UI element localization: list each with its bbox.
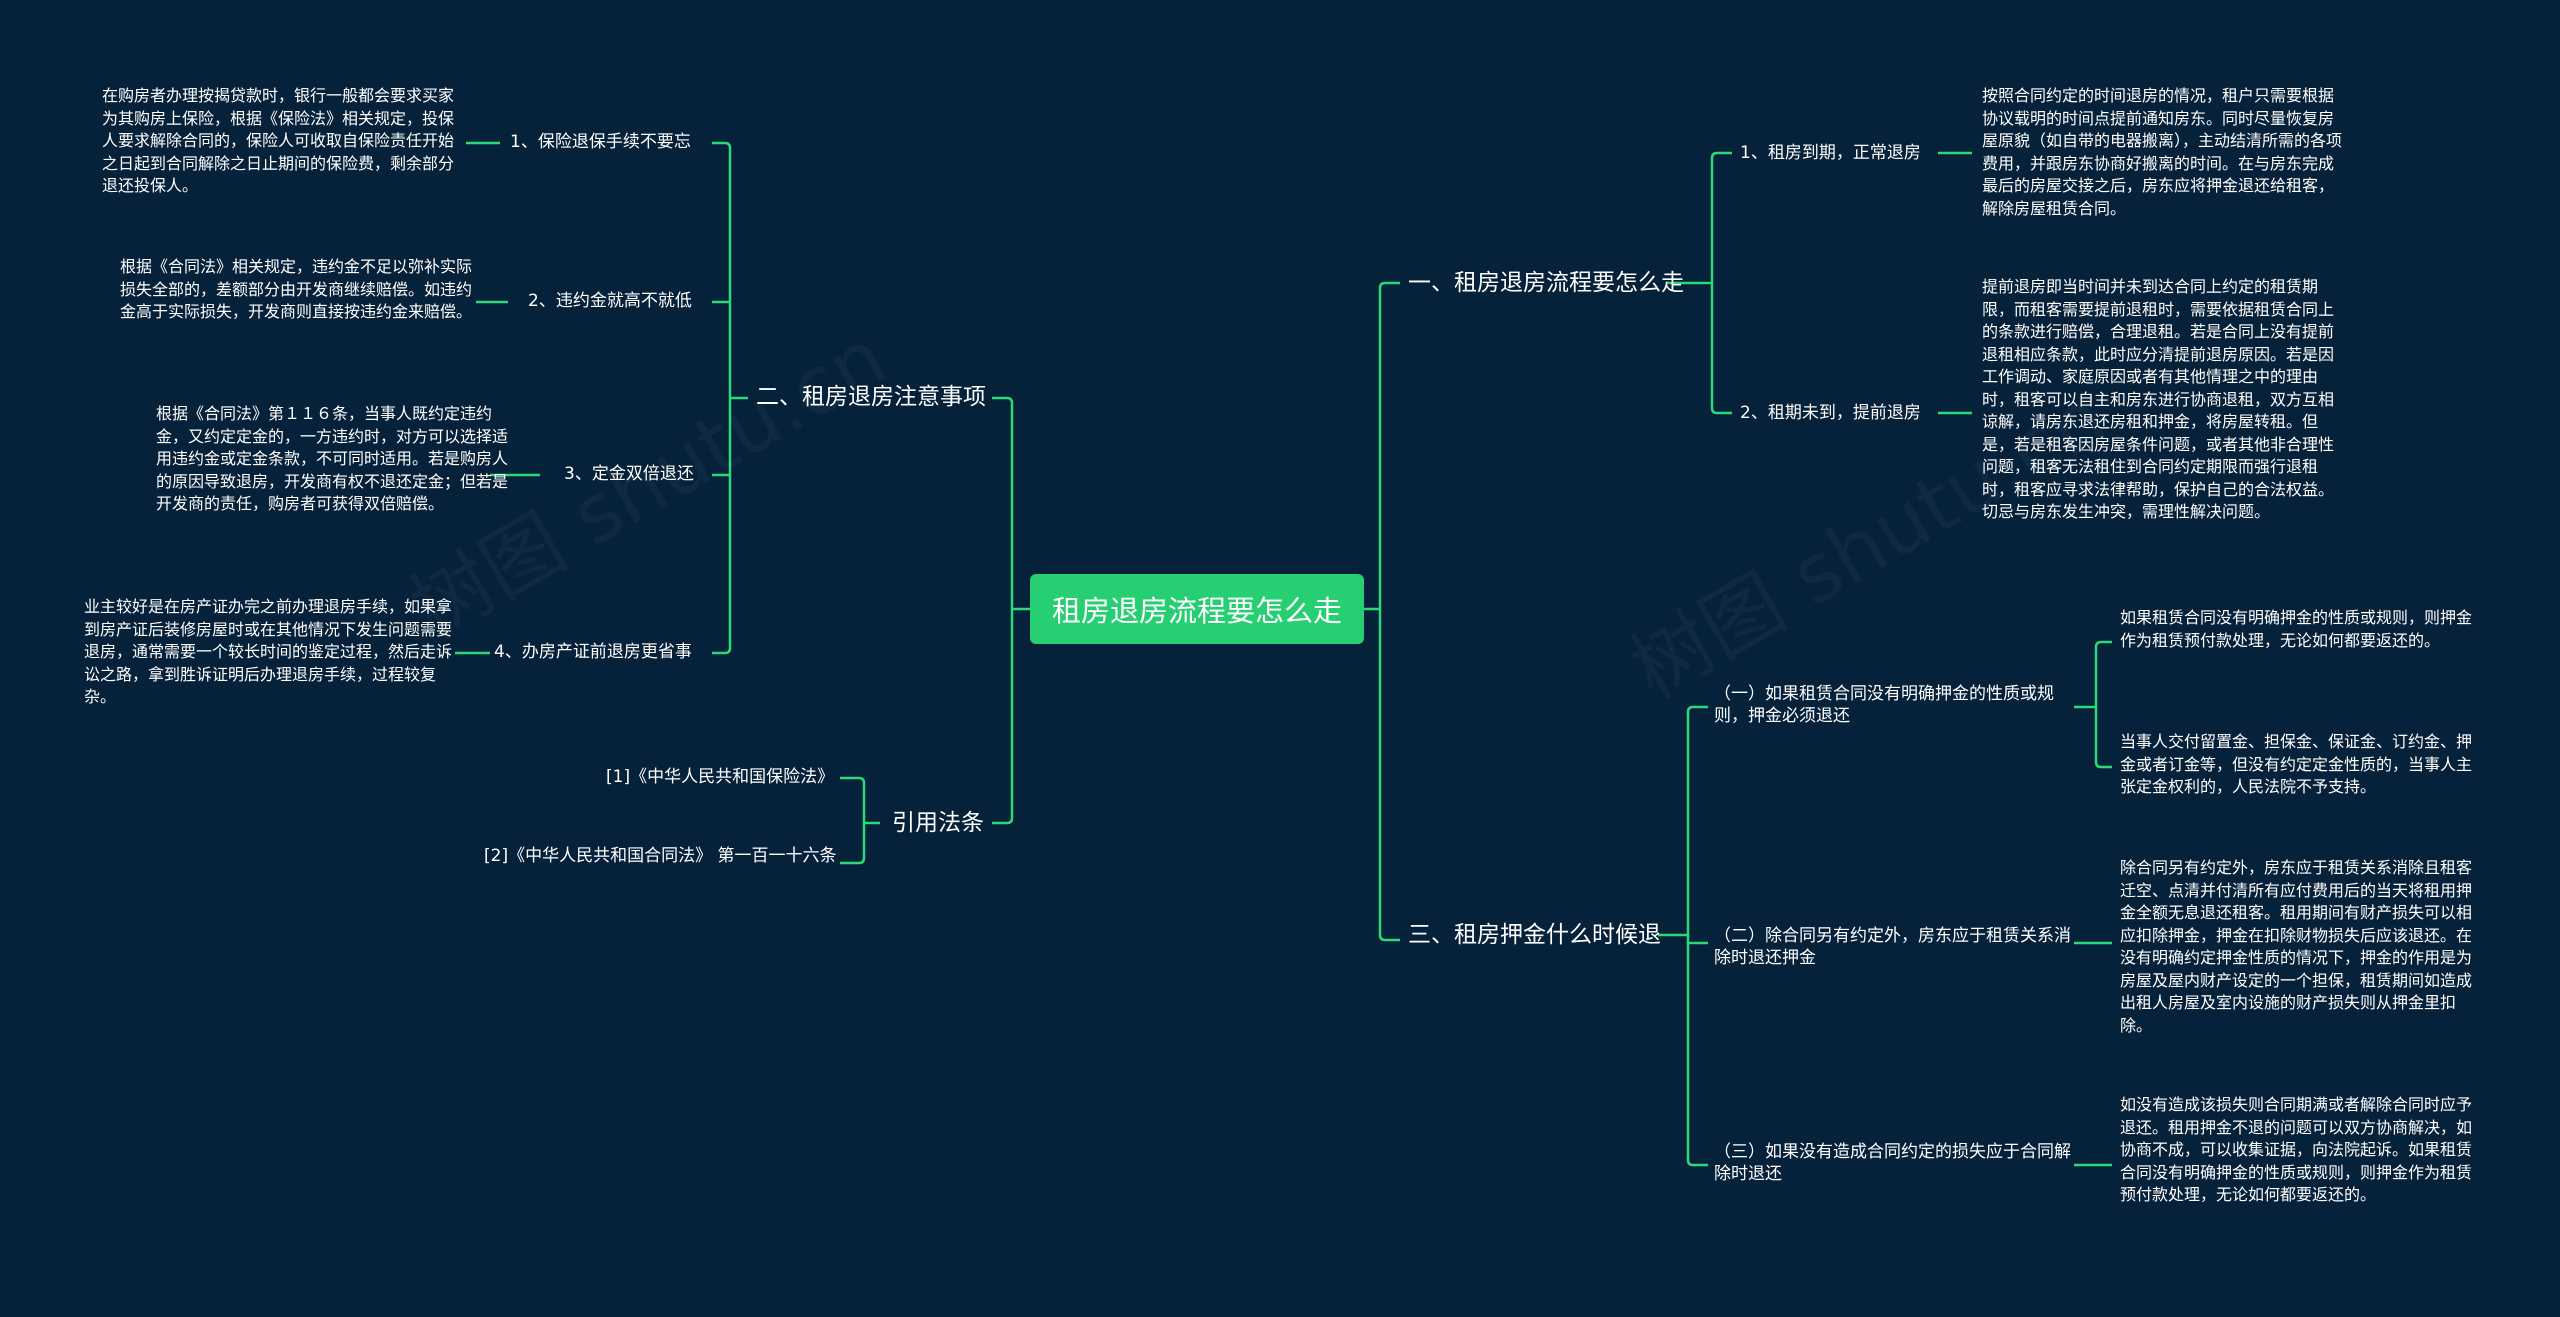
deposit-detail-1a: 如果租赁合同没有明确押金的性质或规则，则押金作为租赁预付款处理，无论如何都要返还… (2120, 608, 2473, 650)
notes-item-3[interactable]: 3、定金双倍退还 (564, 464, 694, 484)
connector (2074, 941, 2112, 1167)
connector (2074, 640, 2112, 769)
notes-detail-1: 在购房者办理按揭贷款时，银行一般都会要求买家为其购房上保险，根据《保险法》相关规… (102, 86, 455, 195)
connector (1364, 281, 1400, 942)
connector (1668, 151, 1732, 415)
branch-process[interactable]: 一、租房退房流程要怎么走 (1408, 270, 1684, 296)
process-detail-1: 按照合同约定的时间退房的情况，租户只需要根据协议载明的时间点提前通知房东。同时尽… (1982, 86, 2343, 218)
deposit-detail-1b: 当事人交付留置金、担保金、保证金、订约金、押金或者订金等，但没有约定定金性质的，… (2120, 732, 2473, 796)
deposit-detail-3: 如没有造成该损失则合同期满或者解除合同时应予退还。租用押金不退的问题可以双方协商… (2120, 1095, 2473, 1204)
connector (455, 141, 540, 655)
root-node[interactable]: 租房退房流程要怎么走 (1030, 574, 1364, 644)
notes-item-2[interactable]: 2、违约金就高不就低 (528, 291, 692, 311)
notes-item-1[interactable]: 1、保险退保手续不要忘 (510, 132, 691, 152)
reference-2[interactable]: [2]《中华人民共和国合同法》 第一百一十六条 (484, 846, 837, 866)
reference-1[interactable]: [1]《中华人民共和国保险法》 (606, 767, 835, 787)
connector (712, 141, 748, 655)
branch-references[interactable]: 引用法条 (892, 810, 984, 836)
notes-detail-4: 业主较好是在房产证办完之前办理退房手续，如果拿到房产证后装修房屋时或在其他情况下… (84, 597, 453, 706)
process-item-2[interactable]: 2、租期未到，提前退房 (1740, 403, 1921, 423)
deposit-item-3[interactable]: （三）如果没有造成合同约定的损失应于合同解除时退还 (1714, 1142, 2071, 1184)
branch-notes[interactable]: 二、租房退房注意事项 (756, 384, 986, 410)
notes-detail-2: 根据《合同法》相关规定，违约金不足以弥补实际损失全部的，差额部分由开发商继续赔偿… (120, 257, 473, 321)
notes-detail-3: 根据《合同法》第１１６条，当事人既约定违约金，又约定定金的，一方违约时，对方可以… (156, 404, 509, 513)
connector (992, 396, 1030, 825)
deposit-detail-2: 除合同另有约定外，房东应于租赁关系消除且租客迁空、点清并付清所有应付费用后的当天… (2120, 858, 2473, 1035)
deposit-item-1[interactable]: （一）如果租赁合同没有明确押金的性质或规则，押金必须退还 (1714, 684, 2054, 726)
connector (840, 776, 880, 865)
deposit-item-2[interactable]: （二）除合同另有约定外，房东应于租赁关系消除时退还押金 (1714, 926, 2071, 968)
branch-deposit[interactable]: 三、租房押金什么时候退 (1408, 922, 1661, 948)
notes-item-4[interactable]: 4、办房产证前退房更省事 (494, 642, 692, 662)
connector (1658, 705, 1708, 1167)
connector (1938, 151, 1972, 415)
process-item-1[interactable]: 1、租房到期，正常退房 (1740, 143, 1921, 163)
process-detail-2: 提前退房即当时间并未到达合同上约定的租赁期限，而租客需要提前退租时，需要依据租赁… (1982, 277, 2335, 521)
